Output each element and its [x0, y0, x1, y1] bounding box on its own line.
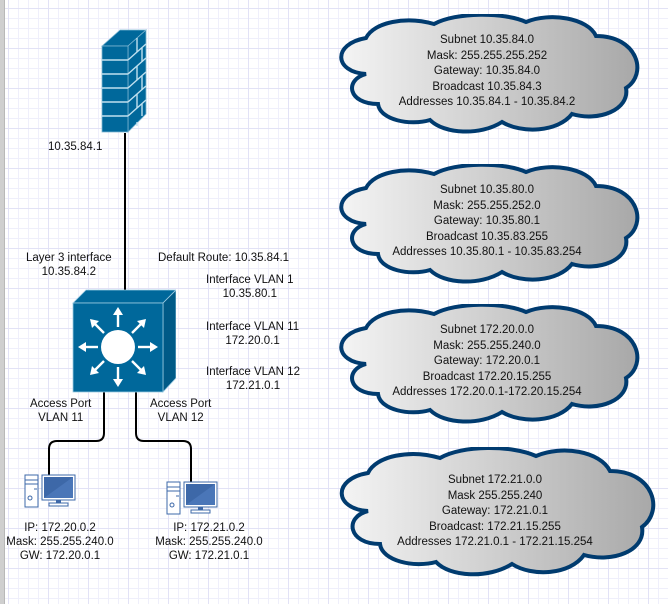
pc2-config-label: IP: 172.21.0.2 Mask: 255.255.240.0 GW: 1… [153, 521, 265, 563]
interface-vlan11-ip: 172.20.0.1 [225, 335, 280, 347]
cloud1-gateway: Gateway: 10.35.84.0 [433, 65, 541, 77]
cloud3-mask: Mask: 255.255.240.0 [433, 339, 541, 352]
access-port-vlan12-vlan: VLAN 12 [157, 412, 204, 424]
cloud1-subnet: Subnet 10.35.84.0 [440, 34, 534, 46]
subnet-cloud-4-text: Subnet 172.21.0.0 Mask 255.255.240 Gatew… [326, 473, 664, 551]
wire-switch-to-pc2[interactable] [135, 390, 192, 482]
cloud1-broadcast: Broadcast 10.35.84.3 [432, 80, 542, 93]
cloud4-mask: Mask 255.255.240 [447, 489, 543, 502]
pc-icon [24, 474, 76, 508]
firewall[interactable] [100, 28, 148, 134]
pc1-mask: Mask: 255.255.240.0 [6, 536, 114, 548]
access-port-vlan11-vlan: VLAN 11 [38, 412, 84, 424]
cloud4-addresses: Addresses 172.21.0.1 - 172.21.15.254 [397, 536, 593, 548]
cloud-icon [339, 304, 640, 424]
interface-vlan12-name: Interface VLAN 12 [206, 366, 300, 378]
cloud-icon [339, 447, 656, 577]
interface-vlan1-label: Interface VLAN 1 10.35.80.1 [206, 273, 294, 301]
pc-host-1[interactable] [24, 474, 76, 508]
interface-vlan12-ip: 172.21.0.1 [225, 380, 281, 392]
pc2-mask: Mask: 255.255.240.0 [155, 536, 263, 548]
access-port-vlan12-label: Access Port VLAN 12 [150, 397, 211, 425]
cloud3-subnet: Subnet 172.20.0.0 [440, 324, 534, 336]
pc-host-2[interactable] [166, 481, 218, 515]
interface-vlan11-name: Interface VLAN 11 [206, 321, 300, 333]
interface-vlan12-label: Interface VLAN 12 172.21.0.1 [206, 365, 300, 393]
cloud4-subnet: Subnet 172.21.0.0 [448, 474, 542, 486]
default-route-label: Default Route: 10.35.84.1 [158, 252, 290, 264]
layer3-switch[interactable] [72, 289, 177, 394]
firewall-icon [100, 29, 148, 133]
cloud2-mask: Mask: 255.255.252.0 [433, 199, 541, 212]
cloud2-broadcast: Broadcast 10.35.83.255 [425, 230, 549, 243]
pc1-ip: IP: 172.20.0.2 [24, 522, 96, 534]
access-port-vlan11-label: Access Port VLAN 11 [30, 397, 91, 425]
layer3-switch-icon [72, 289, 177, 394]
subnet-cloud-2[interactable]: Subnet 10.35.80.0 Mask: 255.255.252.0 Ga… [326, 164, 648, 286]
cloud2-gateway: Gateway: 10.35.80.1 [433, 215, 541, 227]
cloud2-addresses: Addresses 10.35.80.1 - 10.35.83.254 [392, 246, 582, 258]
subnet-cloud-4[interactable]: Subnet 172.21.0.0 Mask 255.255.240 Gatew… [326, 447, 664, 579]
cloud-icon [339, 14, 640, 134]
subnet-cloud-3[interactable]: Subnet 172.20.0.0 Mask: 255.255.240.0 Ga… [326, 304, 648, 426]
cloud3-addresses: Addresses 172.20.0.1-172.20.15.254 [392, 386, 582, 398]
access-port-vlan11-title: Access Port [30, 398, 92, 410]
cloud-icon [339, 164, 640, 284]
cloud3-broadcast: Broadcast 172.20.15.255 [422, 370, 552, 383]
pc1-gateway: GW: 172.20.0.1 [19, 550, 101, 562]
cloud4-gateway: Gateway: 172.21.0.1 [441, 505, 549, 517]
access-port-vlan12-title: Access Port [150, 398, 212, 410]
subnet-cloud-2-text: Subnet 10.35.80.0 Mask: 255.255.252.0 Ga… [326, 183, 648, 261]
pc2-gateway: GW: 172.21.0.1 [168, 550, 250, 562]
subnet-cloud-1-text: Subnet 10.35.84.0 Mask: 255.255.255.252 … [326, 33, 648, 111]
cloud1-mask: Mask: 255.255.255.252 [426, 49, 548, 62]
pc2-ip: IP: 172.21.0.2 [173, 522, 245, 534]
pc-icon [166, 481, 218, 515]
layer3-interface-title: Layer 3 interface [26, 252, 112, 264]
cloud4-broadcast: Broadcast: 172.21.15.255 [429, 520, 561, 533]
firewall-ip-label: 10.35.84.1 [48, 141, 103, 153]
wire-switch-to-pc1[interactable] [48, 390, 105, 476]
layer3-interface-ip: 10.35.84.2 [41, 266, 97, 278]
canvas-left-scroll-edge [0, 0, 5, 604]
layer3-interface-label: Layer 3 interface 10.35.84.2 [26, 251, 112, 279]
interface-vlan1-ip: 10.35.80.1 [222, 288, 277, 300]
cloud2-subnet: Subnet 10.35.80.0 [440, 184, 534, 196]
interface-vlan11-label: Interface VLAN 11 172.20.0.1 [206, 320, 299, 348]
subnet-cloud-3-text: Subnet 172.20.0.0 Mask: 255.255.240.0 Ga… [326, 323, 648, 401]
cloud3-gateway: Gateway: 172.20.0.1 [433, 355, 541, 367]
interface-vlan1-name: Interface VLAN 1 [206, 274, 294, 286]
cloud1-addresses: Addresses 10.35.84.1 - 10.35.84.2 [398, 96, 576, 108]
pc1-config-label: IP: 172.20.0.2 Mask: 255.255.240.0 GW: 1… [4, 521, 116, 563]
subnet-cloud-1[interactable]: Subnet 10.35.84.0 Mask: 255.255.255.252 … [326, 14, 648, 136]
